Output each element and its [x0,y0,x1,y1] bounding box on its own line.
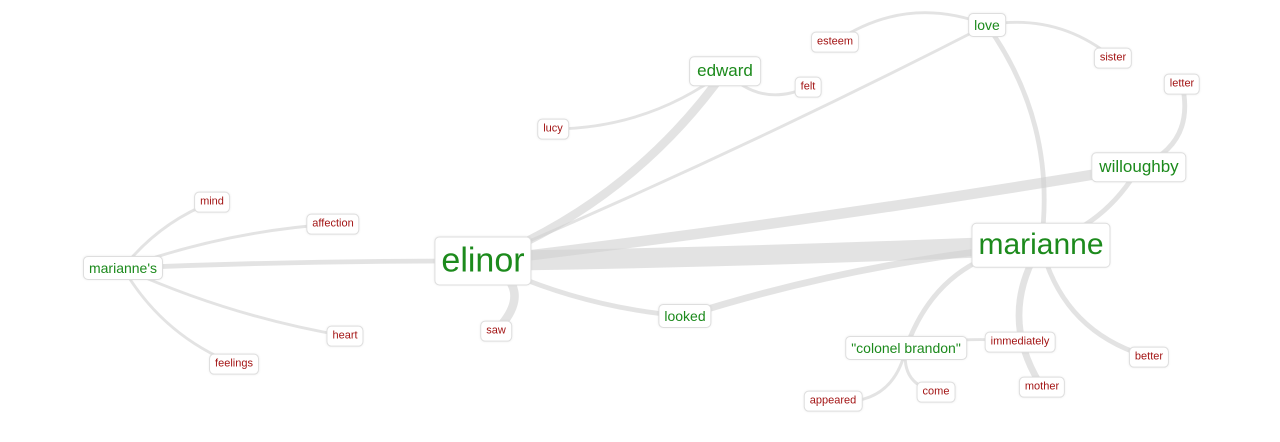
node-love[interactable]: love [968,12,1006,38]
node-colonel[interactable]: "colonel brandon" [845,335,967,361]
node-heart[interactable]: heart [326,325,364,347]
node-sister[interactable]: sister [1093,47,1133,69]
node-willoughby[interactable]: willoughby [1091,152,1187,182]
node-affection[interactable]: affection [306,213,360,235]
node-edward[interactable]: edward [689,56,761,86]
link-elinor-marianne [473,235,1051,271]
node-lucy[interactable]: lucy [537,118,569,140]
node-come[interactable]: come [916,381,956,403]
link-marianne-love [984,22,1047,248]
link-elinor-mariannes [120,258,486,271]
node-appeared[interactable]: appeared [803,390,863,412]
node-letter[interactable]: letter [1163,73,1201,95]
node-mind[interactable]: mind [194,191,230,213]
node-immediately[interactable]: immediately [984,331,1056,353]
node-esteem[interactable]: esteem [810,31,860,53]
node-marianne[interactable]: marianne [971,222,1111,268]
node-feelings[interactable]: feelings [209,353,259,375]
node-looked[interactable]: looked [658,303,712,329]
node-felt[interactable]: felt [794,76,822,98]
node-elinor[interactable]: elinor [434,236,532,286]
link-elinor-love [481,23,989,263]
link-mariannes-feelings [121,266,236,366]
node-saw[interactable]: saw [480,320,512,342]
link-elinor-willoughby [477,161,1145,267]
node-better[interactable]: better [1128,346,1170,368]
node-mother[interactable]: mother [1018,376,1066,398]
node-mariannes[interactable]: marianne's [82,255,164,281]
